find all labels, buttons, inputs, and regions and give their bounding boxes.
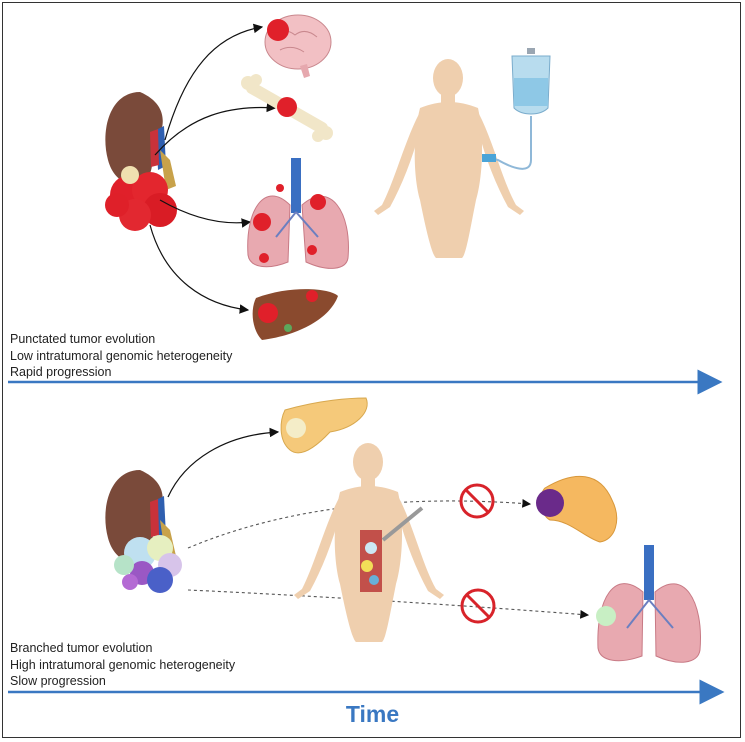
liver-icon [252, 289, 338, 340]
bottom-line-3: Slow progression [10, 674, 106, 688]
pancreas-icon-1 [280, 397, 368, 454]
bottom-panel-caption: Branched tumor evolution High intratumor… [10, 640, 235, 690]
top-panel-caption: Punctated tumor evolution Low intratumor… [10, 331, 232, 381]
time-axis-label: Time [345, 701, 400, 727]
top-line-1: Punctated tumor evolution [10, 332, 156, 346]
metastasis-arrows-top [149, 23, 277, 314]
brain-icon [264, 14, 332, 78]
iv-bag-icon [482, 48, 551, 170]
kidney-icon-bottom [105, 470, 176, 562]
top-line-2: Low intratumoral genomic heterogeneity [10, 348, 233, 363]
human-body-icon-bottom [294, 443, 444, 642]
kidney-icon-top [105, 92, 176, 190]
human-body-icon-top [374, 59, 524, 258]
no-symbol-icon-2 [460, 588, 496, 624]
top-line-3: Rapid progression [10, 365, 112, 379]
no-symbol-icon-1 [459, 483, 495, 519]
heterogeneous-tumor-bottom [114, 535, 182, 593]
lungs-icon-top [247, 158, 349, 269]
bottom-line-2: High intratumoral genomic heterogeneity [10, 657, 236, 672]
lungs-icon-bottom [596, 545, 701, 663]
tumor-mass-top [105, 166, 177, 231]
bone-icon [241, 74, 333, 142]
arrow-to-pancreas [167, 427, 280, 498]
pancreas-icon-2 [536, 475, 618, 543]
bottom-line-1: Branched tumor evolution [10, 641, 153, 655]
